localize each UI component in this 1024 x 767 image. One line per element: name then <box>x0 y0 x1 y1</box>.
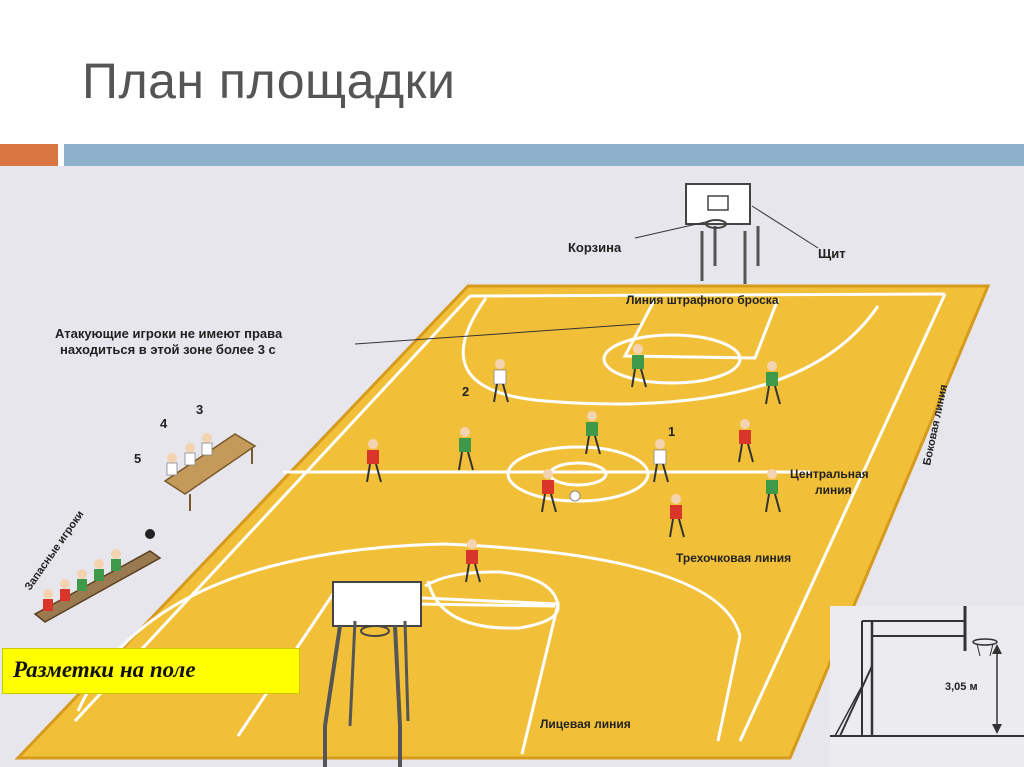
player <box>631 344 647 388</box>
officials-table <box>163 433 257 511</box>
near-basket-stand <box>323 581 422 767</box>
title-accent-blue <box>64 144 1024 166</box>
far-basket-stand <box>634 183 819 284</box>
label-center-line-2: линия <box>815 483 852 497</box>
ball <box>569 490 581 502</box>
player-number-1: 1 <box>668 424 675 439</box>
player <box>585 411 601 455</box>
player <box>541 469 557 513</box>
label-backboard: Щит <box>818 246 846 261</box>
player <box>458 427 474 471</box>
court-svg: Корзина Щит Линия штрафного броска Атаку… <box>14 183 1024 767</box>
title-accent-orange <box>0 144 58 166</box>
player <box>493 359 509 403</box>
far-backboard <box>685 183 751 225</box>
label-end-line: Лицевая линия <box>540 717 631 731</box>
slide-title: План площадки <box>82 53 456 109</box>
label-free-throw-line: Линия штрафного броска <box>626 293 779 307</box>
player-number-2: 2 <box>462 384 469 399</box>
label-center-line-1: Центральная <box>790 467 869 481</box>
caption-box: Разметки на поле <box>2 648 300 694</box>
player <box>765 361 781 405</box>
label-three-point-line: Трехочковая линия <box>676 551 791 565</box>
label-hoop-height: 3,05 м <box>945 681 978 693</box>
hoop-height-inset <box>830 606 1024 767</box>
far-free-throw-circle <box>602 333 742 385</box>
player <box>465 539 481 583</box>
near-hoop <box>360 625 390 637</box>
far-key <box>622 298 780 360</box>
player <box>669 494 685 538</box>
label-zone-note-line1: Атакующие игроки не имеют права <box>55 326 283 341</box>
near-free-throw-circle <box>426 580 560 630</box>
near-backboard <box>332 581 422 627</box>
players <box>366 344 781 583</box>
player <box>366 439 382 483</box>
player <box>653 439 669 483</box>
player <box>738 419 754 463</box>
far-hoop <box>705 219 727 229</box>
player-number-4: 4 <box>160 416 168 431</box>
far-three-point-arc <box>461 297 880 406</box>
player-number-5: 5 <box>134 451 141 466</box>
player-number-3: 3 <box>196 402 203 417</box>
label-substitutes: Запасные игроки <box>23 509 87 593</box>
caption-text: Разметки на поле <box>13 657 196 682</box>
substitutes-bench <box>33 529 162 623</box>
label-basket: Корзина <box>568 240 622 255</box>
court-surface <box>14 284 991 760</box>
player <box>765 469 781 513</box>
near-three-point-arc <box>76 542 742 742</box>
label-zone-note-line2: находиться в этой зоне более 3 с <box>60 342 276 357</box>
center-circle <box>506 445 650 503</box>
